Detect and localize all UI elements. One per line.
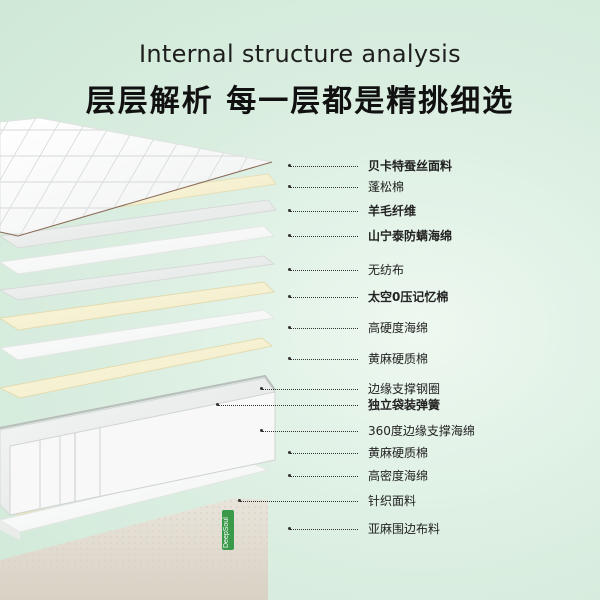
layer-label: 黄麻硬质棉: [368, 352, 429, 366]
layer-antimite-foam: [0, 225, 276, 275]
layer-nonwoven: [0, 255, 276, 301]
leader-line: [216, 403, 358, 406]
leader-line: [288, 234, 358, 237]
layer-memory-foam: [0, 281, 276, 331]
layer-label: 独立袋装弹簧: [368, 398, 441, 412]
leader-line: [288, 474, 358, 477]
title-chinese: 层层解析 每一层都是精挑细选: [85, 84, 515, 119]
layer-label: 羊毛纤维: [368, 204, 417, 218]
layer-label: 贝卡特蚕丝面料: [368, 159, 453, 173]
leader-line: [260, 429, 358, 432]
layer-high-hardness-foam: [0, 309, 276, 361]
title-english: Internal structure analysis: [139, 40, 461, 68]
layer-label: 针织面料: [368, 494, 417, 508]
layer-label: 山宁泰防螨海绵: [368, 229, 453, 243]
leader-line: [288, 357, 358, 360]
layer-label: 蓬松棉: [368, 180, 405, 194]
leader-line: [288, 209, 358, 212]
layer-label: 太空0压记忆棉: [368, 290, 449, 304]
leader-line: [288, 451, 358, 454]
layer-label: 亚麻围边布料: [368, 522, 441, 536]
layer-wool: [0, 199, 277, 249]
layer-label: 边缘支撑钢圈: [368, 382, 441, 396]
leader-line: [288, 295, 358, 298]
layer-label: 高硬度海绵: [368, 321, 429, 335]
leader-line: [288, 326, 358, 329]
layer-label: 无纺布: [368, 263, 405, 277]
brand-logo-tag: [222, 510, 234, 550]
leader-line: [238, 499, 358, 502]
leader-line: [288, 164, 358, 167]
brand-logo-text: DeepSoul: [223, 517, 230, 548]
layer-jute-mid: [0, 337, 274, 399]
leader-line: [288, 185, 358, 188]
layer-silk-fabric-top: [0, 117, 273, 237]
layer-edge-steel-frame: [0, 374, 276, 429]
layer-label: 360度边缘支撑海绵: [368, 424, 475, 438]
layer-label: 黄麻硬质棉: [368, 446, 429, 460]
leader-line: [260, 387, 358, 390]
leader-line: [288, 268, 358, 271]
leader-line: [288, 527, 358, 530]
layer-spring-unit: [0, 377, 276, 516]
layer-label: 高密度海绵: [368, 469, 429, 483]
layer-linen-border: DeepSoul: [0, 498, 268, 600]
